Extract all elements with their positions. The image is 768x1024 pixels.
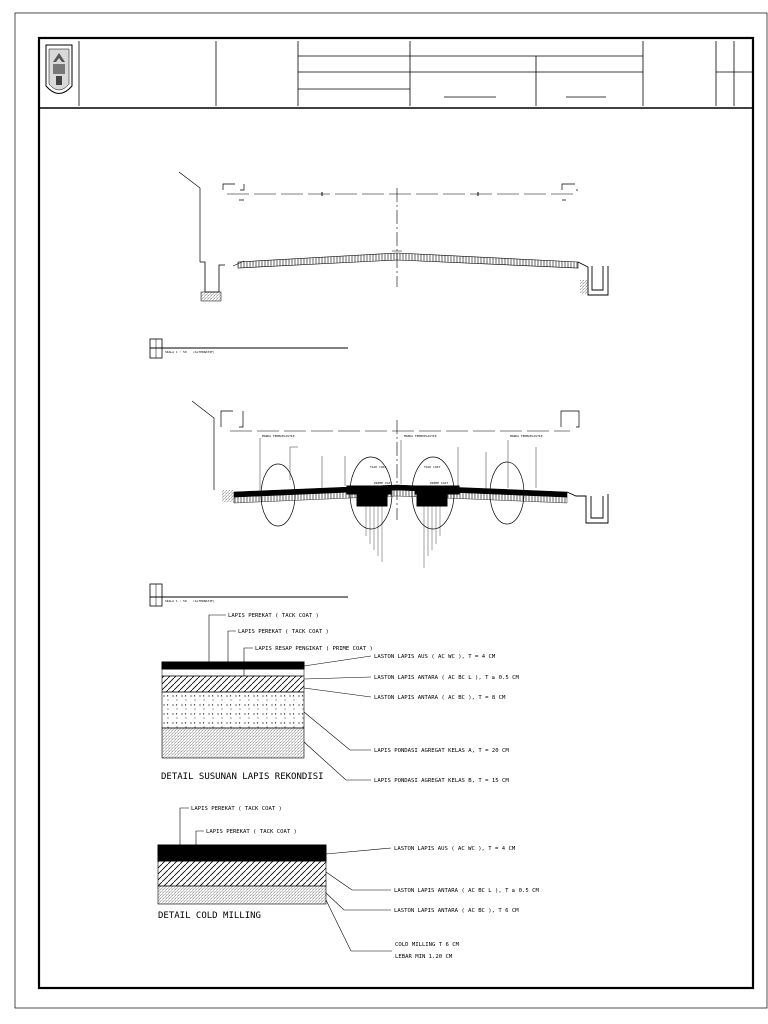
milling-label-ac-bcl: LASTON LAPIS ANTARA ( AC BC L ), T ≥ 0.5…: [394, 888, 539, 894]
marka-label-1: MARKA TERMOPLASTIK: [262, 434, 295, 438]
detail-title-milling: DETAIL COLD MILLING: [158, 911, 261, 921]
section-annotations: MARKA TERMOPLASTIK MARKA TERMOPLASTIK MA…: [262, 434, 543, 485]
prime-coat-label-2: PRIME COAT: [430, 481, 448, 485]
milling-label-depth: COLD MILLING T 6 CM: [395, 942, 460, 948]
scale-marker-top: SKALA 1 : 50 (ALTERNATIF): [149, 338, 348, 359]
label-ac-bcl: LASTON LAPIS ANTARA ( AC BC L ), T ≥ 0.5…: [374, 675, 519, 681]
outer-border: [14, 12, 768, 1009]
label-aggregate-a: LAPIS PONDASI AGREGAT KELAS A, T = 20 CM: [374, 748, 509, 754]
cold-milling-labels: LAPIS PEREKAT ( TACK COAT ) LAPIS PEREKA…: [158, 806, 539, 960]
existing-cross-section: [178, 171, 609, 302]
proposed-cross-section: [191, 400, 609, 568]
label-tack-coat-1: LAPIS PEREKAT ( TACK COAT ): [228, 613, 319, 619]
scale-label-bottom: SKALA 1 : 50: [165, 599, 187, 603]
prime-coat-label-1: PRIME COAT: [374, 481, 392, 485]
tack-coat-label-2: TACK COAT: [424, 465, 440, 469]
layer-stack-detail: [161, 614, 372, 781]
scale-label-top: SKALA 1 : 50: [165, 350, 187, 354]
drawing-frame: [37, 36, 755, 990]
milling-label-width: LEBAR MIN 1.20 CM: [395, 954, 453, 960]
label-prime-coat: LAPIS RESAP PENGIKAT ( PRIME COAT ): [255, 646, 373, 652]
layer-stack-labels: LAPIS PEREKAT ( TACK COAT ) LAPIS PEREKA…: [161, 613, 519, 784]
scale-marker-bottom: SKALA 1 : 50 (ALTERNATIF): [149, 583, 348, 607]
label-ac-bc: LASTON LAPIS ANTARA ( AC BC ), T = 8 CM: [374, 695, 506, 701]
scale-subtitle-bottom: (ALTERNATIF): [193, 599, 215, 603]
milling-label-tack-2: LAPIS PEREKAT ( TACK COAT ): [206, 829, 297, 835]
label-ac-wc: LASTON LAPIS AUS ( AC WC ), T = 4 CM: [374, 654, 496, 660]
marka-label-2: MARKA TERMOPLASTIK: [404, 434, 437, 438]
label-tack-coat-2: LAPIS PEREKAT ( TACK COAT ): [238, 629, 329, 635]
cold-milling-detail: [157, 807, 392, 952]
label-aggregate-b: LAPIS PONDASI AGREGAT KELAS B, T = 15 CM: [374, 778, 509, 784]
milling-label-ac-bc: LASTON LAPIS ANTARA ( AC BC ), T 6 CM: [394, 908, 519, 914]
logo-crest-icon: [45, 44, 73, 94]
marka-label-3: MARKA TERMOPLASTIK: [510, 434, 543, 438]
milling-label-ac-wc: LASTON LAPIS AUS ( AC WC ), T = 4 CM: [394, 846, 516, 852]
title-block: [78, 41, 753, 106]
scale-subtitle-top: (ALTERNATIF): [193, 350, 215, 354]
milling-label-tack-1: LAPIS PEREKAT ( TACK COAT ): [191, 806, 282, 812]
detail-title-layers: DETAIL SUSUNAN LAPIS REKONDISI: [161, 772, 324, 782]
tack-coat-label-1: TACK COAT: [370, 465, 386, 469]
